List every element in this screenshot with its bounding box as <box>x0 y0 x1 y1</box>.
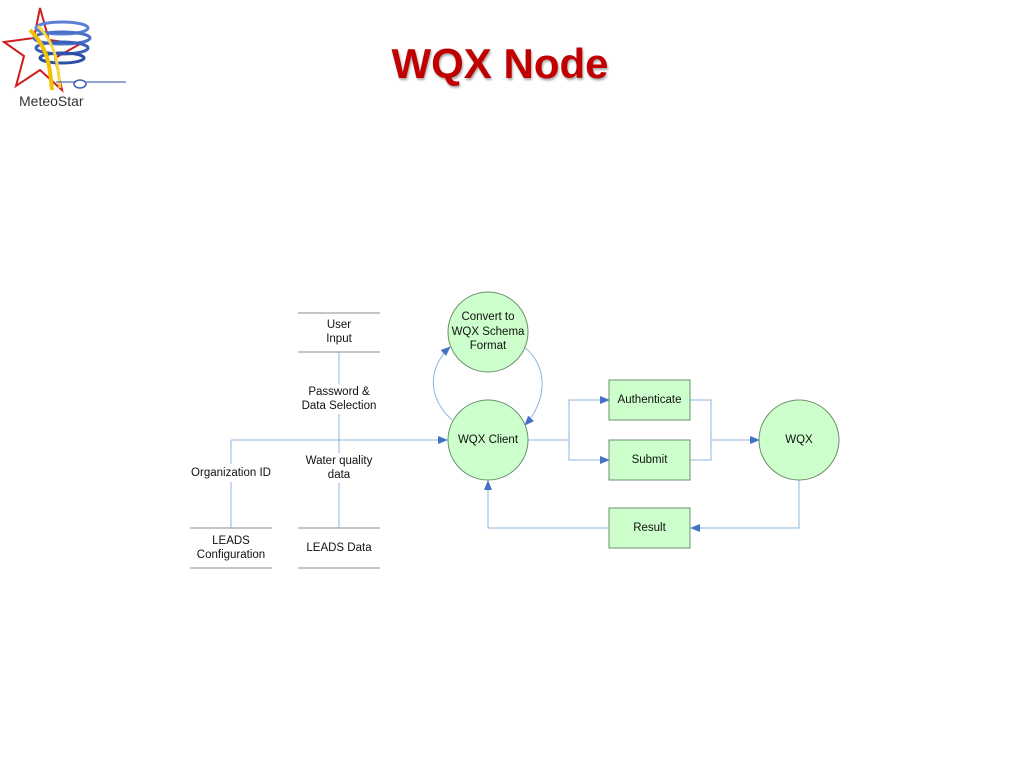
step-result-label: Result <box>633 521 666 534</box>
flow-arrow-result-to-client <box>484 480 609 529</box>
meteostar-logo: MeteoStar <box>0 0 140 120</box>
logo-text: MeteoStar <box>19 93 84 109</box>
flow-arrow-convert-to-client <box>523 346 543 426</box>
star-swirl-icon <box>1 7 126 93</box>
slide-title: WQX Node <box>391 40 609 87</box>
flow-arrow-client-to-convert <box>432 346 453 421</box>
flow-line-authenticate-out <box>690 399 712 461</box>
flow-arrow-to-result <box>690 480 800 532</box>
store-user-input-label: User Input <box>326 318 352 346</box>
process-convert-label: Convert to WQX Schema Format <box>451 311 525 353</box>
step-authenticate-label: Authenticate <box>617 393 682 406</box>
flow-password-label: Password & Data Selection <box>294 384 384 414</box>
process-client-label: WQX Client <box>457 433 519 446</box>
step-submit-label: Submit <box>631 453 668 466</box>
process-wqx-circle <box>758 399 840 481</box>
step-submit-box <box>608 439 691 481</box>
process-convert-circle <box>447 291 529 373</box>
process-client-circle <box>447 399 529 481</box>
process-wqx-label: WQX <box>785 433 813 446</box>
flow-arrow-to-authenticate <box>568 396 610 440</box>
store-leads-data-label: LEADS Data <box>306 541 372 554</box>
step-authenticate-box <box>608 379 691 421</box>
step-result-box <box>608 507 691 549</box>
flow-org-id-label: Organization ID <box>186 464 276 482</box>
flow-water-quality-label: Water quality data <box>299 453 379 483</box>
store-leads-config-label: LEADS Configuration <box>196 534 266 562</box>
flow-arrow-to-submit <box>568 440 610 464</box>
